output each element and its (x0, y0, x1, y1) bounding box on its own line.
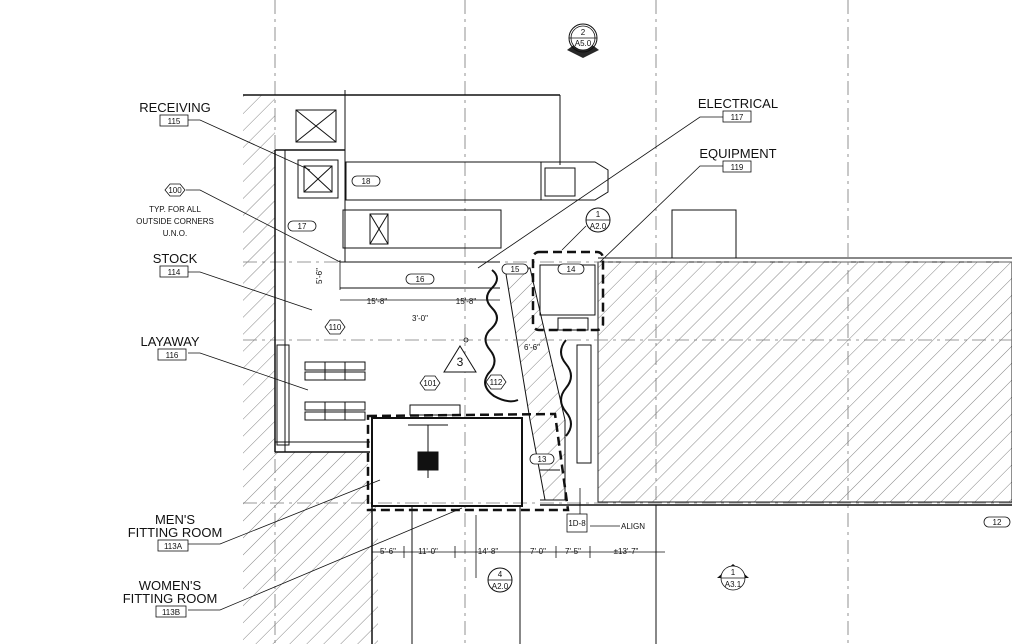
svg-text:OUTSIDE CORNERS: OUTSIDE CORNERS (136, 217, 214, 226)
room-name-electrical: ELECTRICAL (698, 96, 778, 111)
room-labels: RECEIVING 115 ELECTRICAL 117 EQUIPMENT 1… (123, 96, 778, 618)
room-name-receiving: RECEIVING (139, 100, 211, 115)
detail-4-number: 4 (498, 570, 503, 579)
tag-18: 18 (362, 177, 371, 186)
dim-stock-a: 15'-8" (367, 297, 388, 306)
dim-bottom-2: 11'-0" (418, 547, 438, 556)
section-2-number: 2 (581, 28, 586, 37)
room-number-stock: 114 (168, 268, 181, 277)
keynote-100: 100 TYP. FOR ALL OUTSIDE CORNERS U.N.O. (136, 183, 214, 238)
section-markers: 2 A5.0 1 A3.1 (567, 23, 749, 591)
baler-17 (342, 209, 502, 249)
tag-13: 13 (538, 455, 547, 464)
room-number-womens: 113B (162, 608, 180, 617)
section-2-sheet: A5.0 (575, 39, 592, 48)
hatched-areas (243, 95, 1012, 644)
compactor-chute (540, 161, 609, 201)
side-fixture (576, 344, 592, 464)
layaway-shelf-b (304, 401, 366, 411)
dim-bottom-6: ±13'-7" (614, 547, 639, 556)
hex-tag-110: 110 (329, 323, 342, 332)
hex-tag-112: 112 (490, 378, 503, 387)
dim-stock-c: 3'-0" (412, 314, 428, 323)
layaway-shelf-a (304, 361, 366, 371)
room-number-electrical: 117 (731, 113, 744, 122)
fixtures (276, 109, 737, 507)
dim-diagonal: 6'-6" (524, 343, 540, 352)
tag-16: 16 (416, 275, 425, 284)
receiving-box-a (295, 109, 337, 143)
dimension-labels: 5'-6" 15'-8" 15'-8" 3'-0" 6'-6" 5'-6" 11… (315, 268, 639, 556)
svg-text:100: 100 (168, 186, 182, 195)
room-name-womens-line1: WOMEN'S (139, 578, 202, 593)
align-note: ALIGN (621, 522, 645, 531)
receiving-box-b (297, 159, 339, 199)
tag-12: 12 (993, 518, 1002, 527)
walls (243, 90, 1012, 644)
room-number-equipment: 119 (731, 163, 744, 172)
dim-bottom-3: 14'-8" (478, 547, 499, 556)
room-name-equipment: EQUIPMENT (699, 146, 776, 161)
room-name-stock: STOCK (153, 251, 198, 266)
svg-text:U.N.O.: U.N.O. (163, 229, 187, 238)
tag-15: 15 (511, 265, 520, 274)
detail-4-sheet: A2.0 (492, 582, 509, 591)
tag-14: 14 (567, 265, 576, 274)
hatch-bottom-band (378, 505, 580, 644)
dim-bottom-1: 5'-6" (380, 547, 396, 556)
grid-bubble: 1D-8 ALIGN (566, 513, 645, 533)
section-1-sheet: A3.1 (725, 580, 742, 589)
exterior-pad (671, 209, 737, 259)
dim-vert-5-6: 5'-6" (315, 268, 324, 284)
revision-number: 3 (457, 355, 464, 369)
dimension-line (339, 260, 665, 558)
room-name-mens-line1: MEN'S (155, 512, 195, 527)
leaders (186, 116, 723, 611)
hatch-left-exterior (243, 95, 378, 644)
dashed-fitting-area (366, 412, 570, 512)
svg-text:TYP. FOR ALL: TYP. FOR ALL (149, 205, 201, 214)
dim-bottom-4: 7'-0" (530, 547, 546, 556)
hex-tag-101: 101 (423, 379, 437, 388)
room-name-womens-line2: FITTING ROOM (123, 591, 218, 606)
section-1-number: 1 (731, 568, 736, 577)
room-name-layaway: LAYAWAY (141, 334, 200, 349)
hex-tags: 110 101 112 (324, 319, 507, 391)
room-name-mens-line2: FITTING ROOM (128, 525, 223, 540)
detail-1-number: 1 (596, 210, 601, 219)
hatch-right-tenant (597, 261, 1012, 503)
dashed-equipment-area (531, 250, 605, 332)
revision-triangle: 3 (443, 337, 477, 373)
detail-1-sheet: A2.0 (590, 222, 607, 231)
dim-bottom-5: 7'-5" (565, 547, 581, 556)
tag-17: 17 (298, 222, 307, 231)
room-number-mens: 113A (164, 542, 183, 551)
room-number-receiving: 115 (168, 117, 181, 126)
dashed-outlines (366, 250, 605, 512)
detail-markers: 1 A2.0 4 A2.0 (487, 207, 611, 593)
dim-stock-b: 15'-8" (456, 297, 477, 306)
hatch-wall-diagonal (504, 267, 566, 501)
fitting-room-enclosure (371, 417, 523, 507)
equipment-tags: 18 17 16 15 14 13 12 (287, 175, 1011, 528)
grid-bubble-label: 1D-8 (568, 519, 586, 528)
room-number-layaway: 116 (166, 351, 179, 360)
revision-cloud (484, 269, 519, 403)
